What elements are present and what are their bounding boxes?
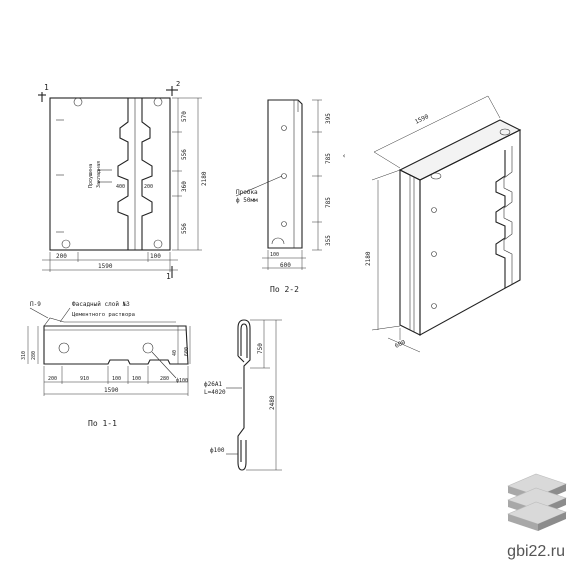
section-dim-right-1: 40 bbox=[172, 350, 178, 356]
section-dim-e: 280 bbox=[160, 376, 169, 382]
section-dim-b: 910 bbox=[80, 376, 89, 382]
section-rebar-right bbox=[142, 342, 154, 354]
section-caption: По 1-1 bbox=[88, 419, 117, 428]
front-dim-small-left: 200 bbox=[56, 253, 67, 260]
isometric-view: 1590 2180 600 bbox=[365, 95, 522, 353]
loop-dim-2: 2480 bbox=[269, 395, 276, 410]
front-dim-seg4: 556 bbox=[181, 223, 188, 234]
section-rebar-left bbox=[58, 342, 70, 354]
front-dim-seg1: 570 bbox=[181, 111, 188, 122]
front-lifting-loop-left bbox=[73, 97, 83, 107]
watermark-text: gbi22.ru bbox=[507, 543, 565, 560]
section-dim-right-2: 600 bbox=[184, 347, 190, 356]
front-dim-small-right: 100 bbox=[150, 253, 161, 260]
section-layer-mortar: Цементного раствора bbox=[72, 312, 135, 318]
front-dim-height: 2180 bbox=[201, 171, 208, 186]
section-marker-top-left: 1 bbox=[44, 83, 49, 92]
section-dim-left-1: 310 bbox=[21, 351, 27, 360]
side-dim-bottom: 600 bbox=[280, 262, 291, 269]
lifting-loop-detail: 750 2480 ф26А1 L=4020 ф100 bbox=[204, 319, 282, 471]
front-note-2: Закладная bbox=[96, 161, 102, 188]
iso-dim-depth: 600 bbox=[394, 339, 407, 350]
section-marker-top-right: 2 bbox=[176, 80, 180, 88]
tick-mark: ‹ bbox=[342, 152, 346, 160]
front-panel-outline bbox=[49, 97, 171, 251]
side-panel-outline bbox=[267, 99, 303, 249]
side-dim-4: 355 bbox=[325, 235, 332, 246]
front-dim-seg3: 360 bbox=[181, 181, 188, 192]
iso-dim-height: 2180 bbox=[365, 251, 372, 266]
front-dim-seg2: 556 bbox=[181, 149, 188, 160]
section-marker: П-9 bbox=[30, 301, 41, 308]
side-hole-diameter: ф 50мм bbox=[236, 197, 258, 204]
front-keyed-groove bbox=[117, 98, 129, 250]
side-dim-2: 785 bbox=[325, 153, 332, 164]
side-dim-1: 395 bbox=[325, 113, 332, 124]
loop-lower-shape bbox=[237, 376, 247, 471]
side-dim-3: 785 bbox=[325, 197, 332, 208]
loop-bar-spec: ф26А1 bbox=[204, 381, 222, 388]
section-view: П-9 Фасадный слой №3 Цементного раствора… bbox=[21, 301, 191, 428]
front-center-dim: 400 bbox=[116, 184, 125, 190]
loop-dim-1: 750 bbox=[257, 343, 264, 354]
section-dim-left-2: 280 bbox=[31, 351, 37, 360]
front-view: Проушина Закладная 400 200 1 2 1 570 556… bbox=[38, 80, 208, 281]
side-view-caption: По 2-2 bbox=[270, 285, 299, 294]
section-dim-total: 1590 bbox=[104, 387, 119, 394]
side-hole-label: Пробка bbox=[236, 189, 258, 196]
loop-length: L=4020 bbox=[204, 389, 226, 396]
section-marker-bottom-right: 1 bbox=[166, 272, 171, 281]
iso-side-face bbox=[419, 129, 521, 336]
front-center-dim-2: 200 bbox=[144, 184, 153, 190]
section-dim-c: 100 bbox=[112, 376, 121, 382]
section-dim-a: 200 bbox=[48, 376, 57, 382]
section-dim-diameter: ф100 bbox=[176, 378, 188, 384]
side-dim-small: 100 bbox=[270, 252, 279, 258]
front-note-1: Проушина bbox=[88, 164, 94, 188]
iso-keyed-groove bbox=[495, 150, 506, 288]
loop-diameter: ф100 bbox=[210, 447, 225, 454]
gbi-logo-icon bbox=[507, 473, 567, 531]
front-dim-width: 1590 bbox=[98, 263, 113, 270]
loop-upper-shape bbox=[237, 319, 251, 376]
section-dim-d: 100 bbox=[132, 376, 141, 382]
front-lifting-loop-right bbox=[153, 97, 163, 107]
section-layer-facade: Фасадный слой №3 bbox=[72, 301, 130, 308]
iso-top-face bbox=[398, 119, 522, 181]
side-view: Пробка ф 50мм 395 785 785 355 100 600 По… bbox=[235, 99, 346, 294]
section-outline bbox=[43, 325, 189, 365]
iso-dim-width: 1590 bbox=[414, 113, 430, 126]
